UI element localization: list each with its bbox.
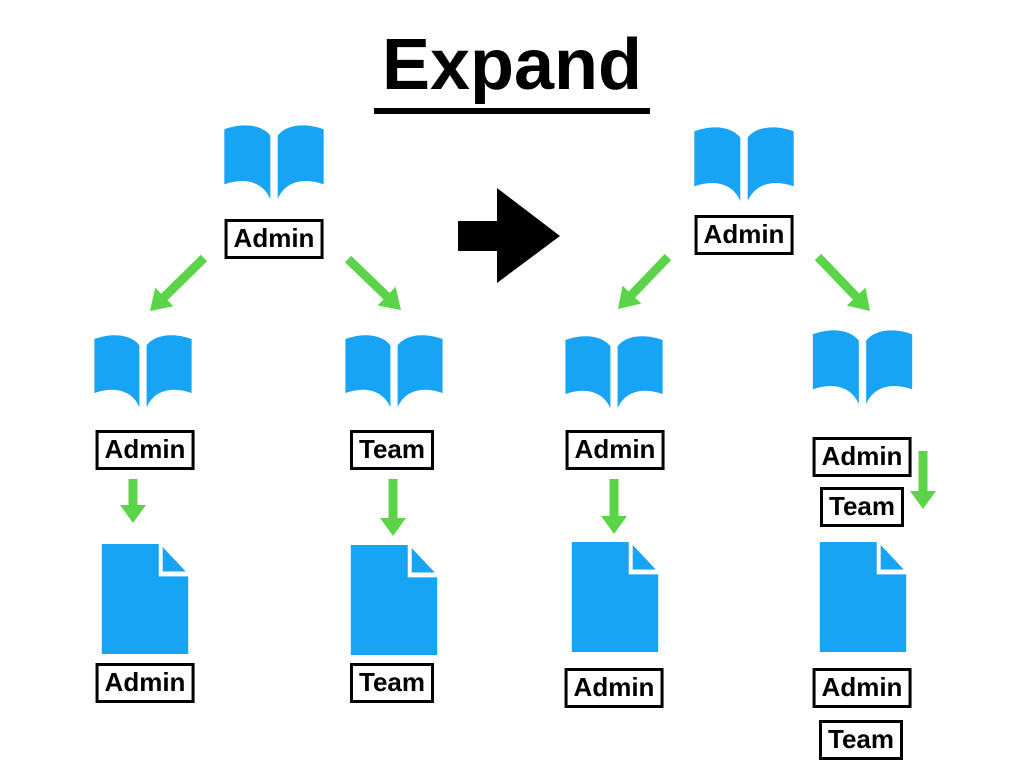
document-label: Admin: [95, 663, 195, 703]
book-icon: [218, 120, 330, 212]
document-icon: [819, 542, 907, 652]
transform-arrow-icon: [458, 188, 560, 283]
page-title: Expand: [373, 24, 651, 114]
book-label: Admin: [95, 430, 195, 470]
document-label: Team: [819, 720, 903, 760]
book-icon: [558, 331, 670, 421]
document-icon: [350, 545, 438, 655]
document-label: Team: [350, 663, 434, 703]
document-icon: [101, 544, 189, 654]
book-label: Admin: [812, 437, 912, 477]
down-arrow-icon: [120, 479, 146, 523]
down-arrow-icon: [380, 479, 406, 536]
book-label: Team: [820, 487, 904, 527]
book-label: Admin: [224, 219, 324, 259]
down-arrow-icon: [601, 479, 627, 534]
down-arrow-icon: [910, 451, 936, 509]
document-label: Admin: [564, 668, 664, 708]
book-label: Admin: [565, 430, 665, 470]
down-right-arrow-icon: [344, 255, 401, 310]
document-label: Admin: [812, 668, 912, 708]
book-label: Admin: [694, 215, 794, 255]
down-right-arrow-icon: [814, 253, 870, 311]
book-icon: [807, 325, 918, 417]
book-icon: [688, 122, 800, 214]
document-icon: [571, 542, 659, 652]
down-left-arrow-icon: [150, 254, 208, 311]
book-icon: [88, 330, 198, 420]
book-icon: [338, 330, 450, 420]
down-left-arrow-icon: [618, 253, 672, 309]
book-label: Team: [350, 430, 434, 470]
